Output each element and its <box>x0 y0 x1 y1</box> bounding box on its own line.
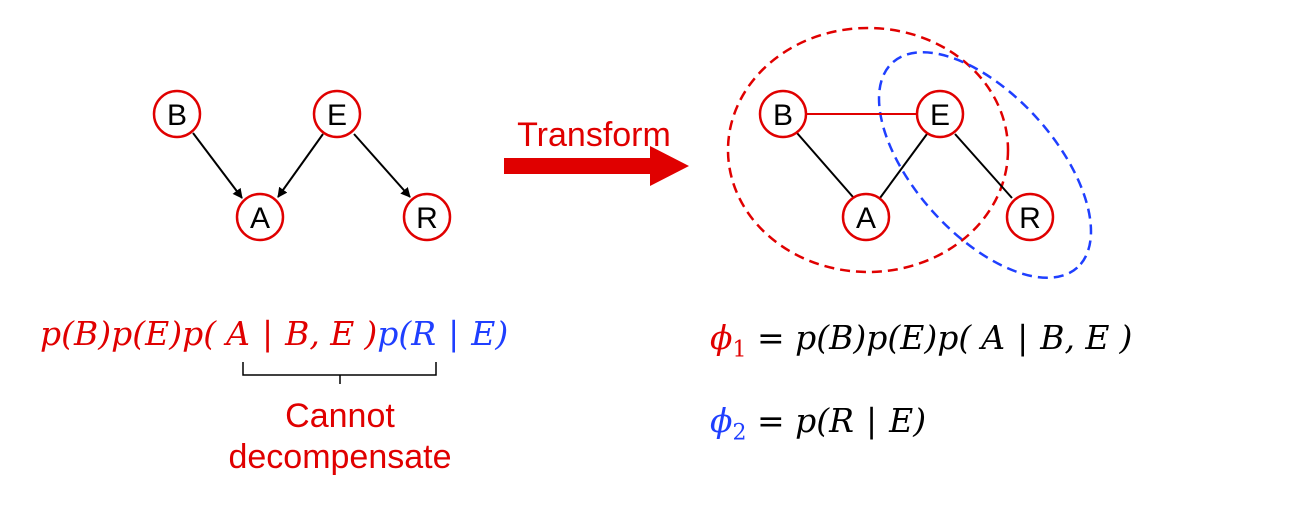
formula-term: ) <box>1119 318 1133 357</box>
caption: Cannot decompensate <box>180 396 500 478</box>
right-node-e: E <box>915 89 965 139</box>
formula-term: E) <box>889 401 927 440</box>
left-graph-edges <box>192 132 411 199</box>
formula-term: p(B)p(E)p( <box>40 314 217 353</box>
right-node-r: R <box>1005 192 1055 242</box>
formula-term: E) <box>471 314 509 353</box>
phi-symbol: ϕ <box>710 318 733 357</box>
formula-term: B, E <box>285 314 355 353</box>
phi-subscript: 2 <box>732 420 747 446</box>
node-label-a: A <box>856 202 876 235</box>
edge-e-a <box>879 133 928 199</box>
transform-arrow: Transform <box>504 116 689 186</box>
formula-bar: | <box>261 314 274 353</box>
caption-line-2: decompensate <box>228 437 452 476</box>
formula-term: = p(B)p(E)p( <box>746 318 972 357</box>
node-label-b: B <box>167 99 187 132</box>
left-node-e: E <box>312 89 362 139</box>
left-formula-blue: p(R | E) <box>377 314 508 353</box>
clique-1-ellipse <box>726 26 1010 274</box>
phi-symbol: ϕ <box>710 401 733 440</box>
brace <box>242 362 437 384</box>
edge-e-to-a <box>277 133 324 198</box>
transform-arrow-shaft <box>504 158 656 174</box>
left-node-r: R <box>402 192 452 242</box>
phi2-formula: ϕ2 = p(R | E) <box>710 404 926 445</box>
transform-arrow-head <box>650 146 689 186</box>
right-node-a: A <box>841 192 891 242</box>
formula-bar: | <box>1017 318 1029 357</box>
phi1-symbol: ϕ1 <box>710 318 747 361</box>
node-label-r: R <box>416 202 438 235</box>
formula-term: B, E <box>1040 318 1110 357</box>
right-graph-edges <box>796 113 1013 199</box>
node-label-e: E <box>930 99 950 132</box>
node-label-r: R <box>1019 202 1041 235</box>
caption-line-1: Cannot <box>285 397 395 435</box>
left-formula: p(B)p(E)p(A | B, E)p(R | E) <box>40 317 508 350</box>
transform-label: Transform <box>517 116 671 154</box>
edge-b-to-a <box>192 132 243 199</box>
edge-b-a <box>796 132 854 198</box>
formula-term: ) <box>364 314 378 353</box>
edge-e-r <box>954 133 1013 199</box>
node-label-a: A <box>250 202 270 235</box>
node-label-b: B <box>773 99 793 132</box>
formula-bar: | <box>865 401 878 440</box>
edge-e-to-r <box>353 133 411 198</box>
phi2-symbol: ϕ2 <box>710 401 747 444</box>
clique-2-ellipse <box>877 51 1093 279</box>
left-formula-red: p(B)p(E)p(A | B, E) <box>40 314 377 353</box>
formula-term: = p(R <box>746 401 854 440</box>
formula-bar: | <box>448 314 460 353</box>
left-node-a: A <box>235 192 285 242</box>
formula-term: p(R <box>377 314 437 353</box>
formula-term: A <box>981 318 1006 357</box>
phi1-formula: ϕ1 = p(B)p(E)p(A | B, E) <box>710 321 1132 362</box>
node-label-e: E <box>327 99 347 132</box>
right-node-b: B <box>758 89 808 139</box>
formula-term: A <box>226 314 250 353</box>
left-node-b: B <box>152 89 202 139</box>
phi-subscript: 1 <box>732 337 747 363</box>
